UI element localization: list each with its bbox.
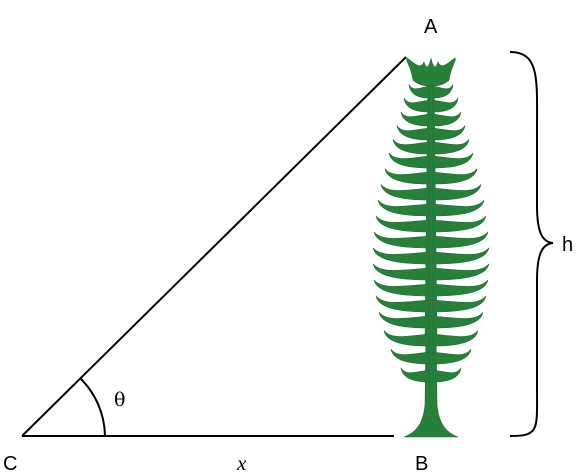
hypotenuse-line (21, 56, 407, 437)
tree-branch-left (373, 231, 430, 249)
tree-branch-left (375, 295, 430, 313)
tree-icon (372, 57, 490, 438)
base-label: x (236, 451, 247, 474)
tree-branch-left (380, 184, 430, 201)
tree-branch-left (392, 139, 430, 155)
tree-branch-right (432, 168, 478, 185)
tree-branch-left (375, 215, 430, 233)
tree-branch-right (432, 125, 466, 141)
tree-branch-right (432, 367, 462, 383)
tree-branch-right (432, 330, 479, 347)
height-brace (509, 51, 554, 437)
tree-branch-right (432, 295, 487, 313)
tree-branch-right (432, 84, 454, 99)
tree-branch-left (372, 247, 430, 265)
tree-branch-right (432, 152, 474, 169)
vertex-label-b: B (415, 453, 428, 474)
tree-branch-left (396, 125, 430, 141)
tree-branch-right (432, 139, 470, 155)
tree-branch-right (432, 184, 482, 201)
angle-label: θ (114, 389, 125, 411)
tree-branch-left (403, 97, 430, 113)
angle-arc (79, 377, 106, 437)
tree-branch-right (432, 199, 485, 217)
tree-branch-left (400, 111, 430, 127)
tree-branch-right (432, 247, 490, 265)
tree-branch-left (400, 367, 430, 383)
tree-branch-left (383, 330, 430, 347)
tree-crown-tip (406, 57, 456, 87)
tree-branch-right (432, 97, 459, 113)
tree-branch-right (432, 231, 489, 249)
tree-branch-left (408, 84, 430, 99)
tree-branch-left (373, 279, 430, 297)
tree-branch-right (432, 348, 472, 365)
tree-branch-right (432, 215, 487, 233)
tree-branch-left (384, 168, 430, 185)
tree-branch-left (378, 312, 430, 329)
tree-trunk (403, 329, 459, 438)
tree-branch-left (390, 348, 430, 365)
vertex-label-c: C (3, 453, 17, 474)
tree-branch-left (372, 263, 430, 281)
vertex-label-a: A (424, 16, 438, 38)
tree-branch-left (377, 199, 430, 217)
tree-branch-right (432, 279, 489, 297)
tree-branch-right (432, 263, 490, 281)
tree-branch-right (432, 312, 484, 329)
tree-branch-left (388, 152, 430, 169)
height-label: h (562, 234, 573, 256)
tree-branch-right (432, 111, 462, 127)
